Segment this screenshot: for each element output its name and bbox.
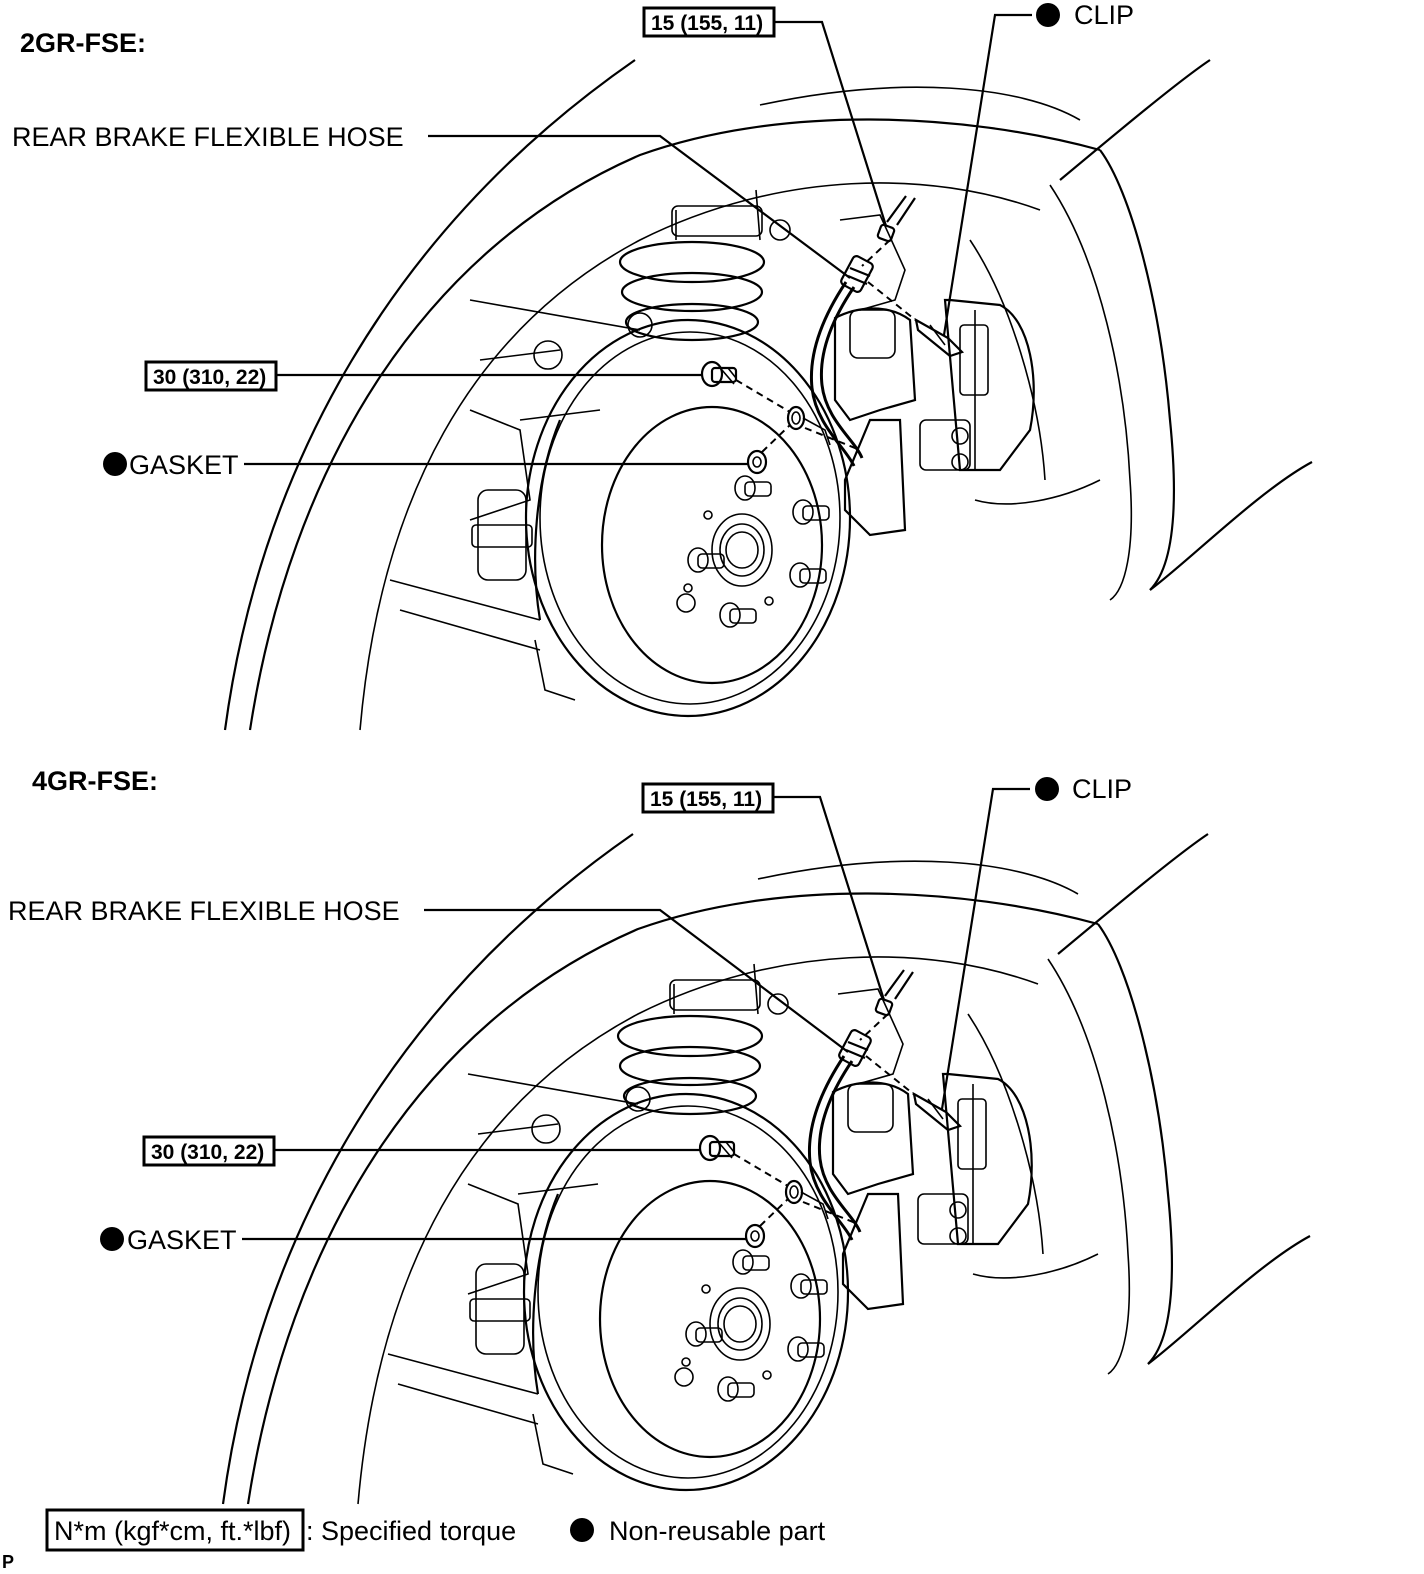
legend-torque-unit: N*m (kgf*cm, ft.*lbf) <box>54 1516 291 1546</box>
hose-label: REAR BRAKE FLEXIBLE HOSE <box>8 896 400 926</box>
panel-2gr-fse: 2GR-FSE: 15 (155, 11) CLIP REAR BRAKE FL… <box>12 0 1314 732</box>
legend: N*m (kgf*cm, ft.*lbf) : Specified torque… <box>45 1508 826 1552</box>
torque-box-union-bolt <box>142 1135 276 1167</box>
leader-hose <box>428 134 851 279</box>
engine-label: 4GR-FSE: <box>32 766 158 796</box>
torque-union-bolt: 30 (310, 22) <box>151 1141 264 1164</box>
leader-hose-nut <box>773 795 886 1001</box>
legend-torque-text: : Specified torque <box>306 1516 516 1546</box>
nonreusable-dot-icon <box>1036 3 1060 27</box>
wheel-assembly-illustration <box>221 832 1312 1506</box>
gasket-label: GASKET <box>127 1225 237 1255</box>
torque-hose-nut: 15 (155, 11) <box>650 788 762 811</box>
panel-4gr-fse: 4GR-FSE: 15 (155, 11) CLIP REAR BRAKE FL… <box>8 766 1312 1506</box>
wheel-assembly-illustration <box>223 58 1314 732</box>
legend-nonreusable-text: Non-reusable part <box>609 1516 826 1546</box>
clip-label: CLIP <box>1074 0 1134 30</box>
legend-nonreusable-dot-icon <box>570 1518 594 1542</box>
figure-code: P <box>2 1552 14 1572</box>
torque-box-hose-nut <box>642 6 776 38</box>
legend-torque-box <box>45 1508 305 1552</box>
leader-clip <box>942 13 1032 336</box>
torque-hose-nut: 15 (155, 11) <box>651 12 763 35</box>
torque-union-bolt: 30 (310, 22) <box>153 366 266 389</box>
nonreusable-dot-icon <box>103 452 127 476</box>
leader-hose <box>424 908 849 1053</box>
engine-label: 2GR-FSE: <box>20 28 146 58</box>
clip-label: CLIP <box>1072 774 1132 804</box>
torque-box-union-bolt <box>144 360 278 392</box>
nonreusable-dot-icon <box>100 1227 124 1251</box>
torque-box-hose-nut <box>641 782 775 814</box>
leader-clip <box>940 787 1030 1110</box>
nonreusable-dot-icon <box>1035 777 1059 801</box>
hose-label: REAR BRAKE FLEXIBLE HOSE <box>12 122 404 152</box>
gasket-label: GASKET <box>129 450 239 480</box>
leader-hose-nut <box>774 20 888 227</box>
